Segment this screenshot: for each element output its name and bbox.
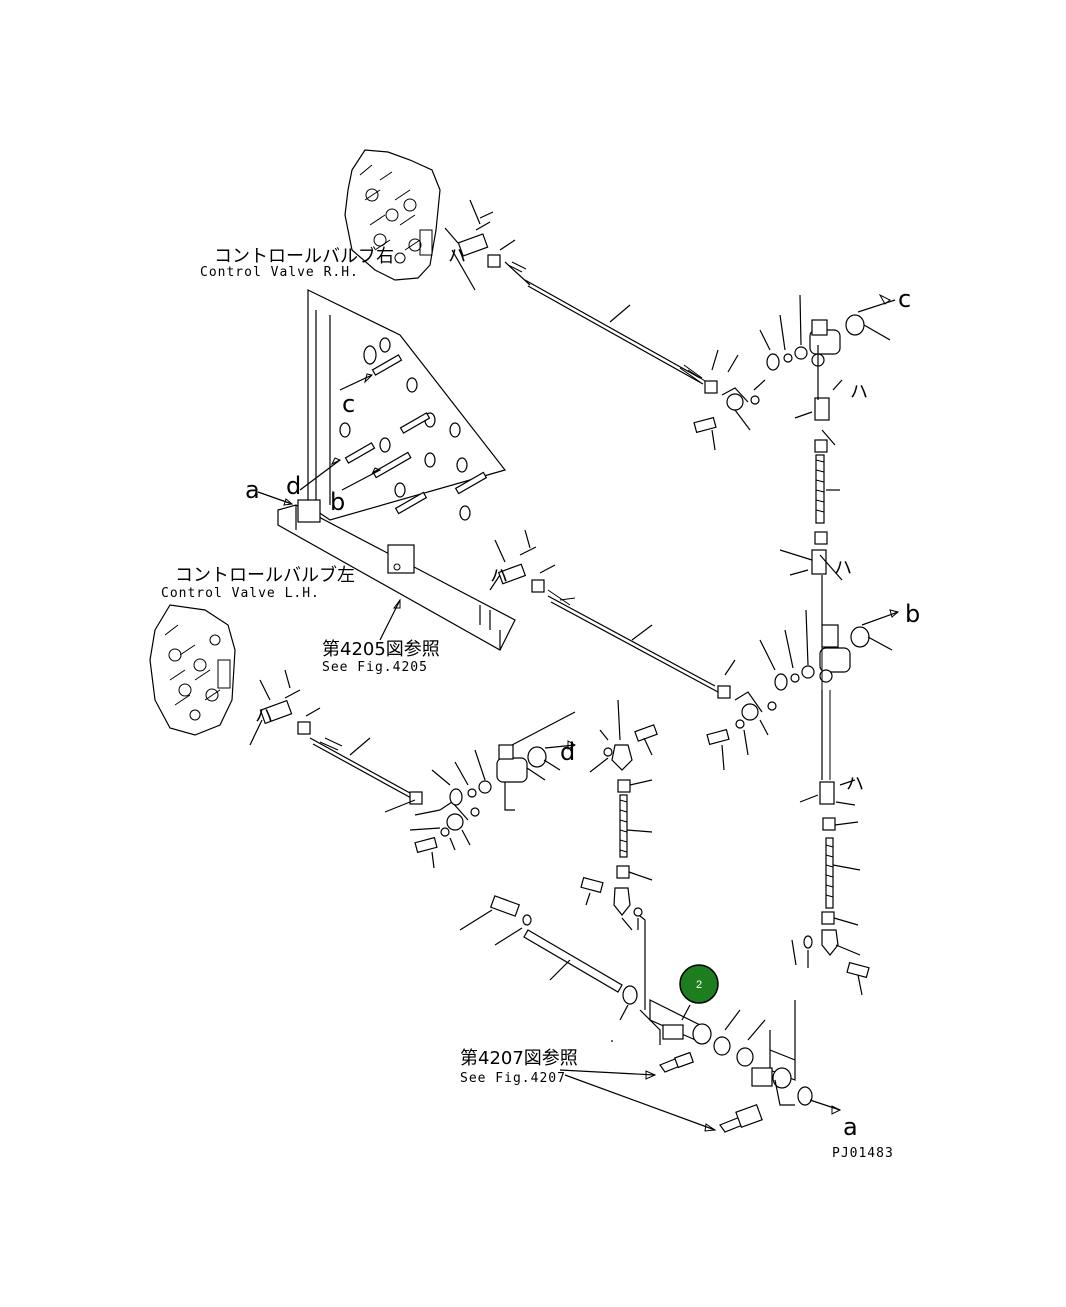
upper-right-linkage (693, 293, 896, 625)
cv-lh-jp-label: コントロールバルブ左 (175, 564, 355, 586)
text-labels: コントロールバルブ右 Control Valve R.H. コントロールバルブ左… (161, 245, 920, 1161)
letter-c-right: c (898, 285, 911, 313)
control-valve-rh (344, 149, 441, 281)
letter-b-right: b (905, 600, 920, 628)
letter-b-plate: b (330, 488, 345, 516)
letter-d-center: d (560, 738, 575, 766)
cv-rh-en-label: Control Valve R.H. (200, 265, 359, 280)
connecting-lines (821, 625, 831, 780)
base-channel (257, 491, 516, 651)
letter-d-plate: d (286, 472, 301, 500)
letter-ha-upper-left: ハ (448, 246, 466, 267)
letter-ha-middle-right: ハ (834, 558, 852, 579)
drawing-number: PJ01483 (832, 1146, 894, 1161)
middle-right-linkage (706, 609, 900, 996)
cv-lh-en-label: Control Valve L.H. (161, 586, 320, 601)
fig4207-en-label: See Fig.4207 (460, 1071, 566, 1086)
callout-badge-2[interactable]: 2 (679, 964, 719, 1004)
lower-left-linkage (409, 711, 577, 869)
letter-ha-upper-right: ハ (850, 382, 868, 403)
middle-rod (489, 529, 736, 699)
letter-ha-lower-right: ハ (846, 774, 864, 795)
letter-ha-lower-left: ハ (255, 706, 273, 727)
fig4205-en-label: See Fig.4205 (322, 660, 428, 675)
upper-rod (444, 199, 719, 394)
letter-c-plate: c (342, 390, 355, 418)
fig4205-jp-label: 第4205図参照 (322, 639, 440, 660)
callout-number[interactable]: 2 (696, 979, 702, 991)
letter-a-bottom: a (843, 1113, 858, 1141)
control-valve-lh (149, 604, 236, 736)
letter-ha-middle-left: ハ (490, 566, 508, 587)
mounting-plate (299, 289, 507, 521)
bottom-lever-assembly (459, 895, 842, 1133)
callout-circle[interactable] (679, 964, 719, 1004)
fig4207-jp-label: 第4207図参照 (460, 1048, 578, 1069)
lower-left-rod (249, 669, 423, 813)
letter-a-left: a (245, 476, 260, 504)
cv-rh-jp-label: コントロールバルブ右 (214, 245, 394, 267)
center-vertical-linkage (580, 699, 658, 1010)
